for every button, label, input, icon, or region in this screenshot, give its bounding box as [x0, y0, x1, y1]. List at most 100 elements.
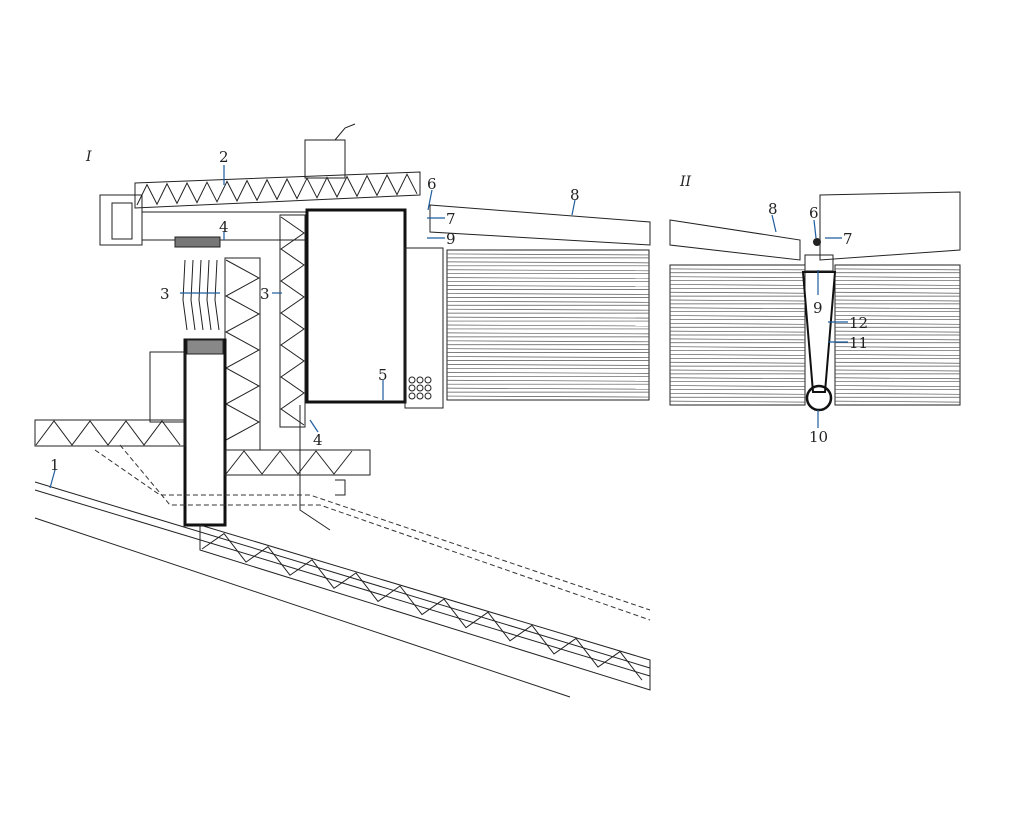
insulation-zigzag	[224, 259, 261, 441]
panel-stripe	[669, 354, 806, 356]
panel-stripe	[834, 299, 961, 302]
panel-stripe	[446, 340, 650, 343]
panel-stripe	[669, 315, 806, 317]
panel-stripe	[834, 346, 961, 349]
panel-stripe	[669, 322, 806, 325]
panel-stripe	[446, 300, 650, 303]
cable	[206, 259, 212, 331]
panel-stripe	[669, 276, 806, 279]
section-label-one: I	[85, 149, 92, 165]
label-II-8: 8	[768, 200, 778, 218]
label-II-10: 10	[809, 428, 828, 446]
panel-stripe	[446, 316, 650, 319]
panel-stripes	[446, 253, 650, 398]
roof-panel-top-II	[669, 219, 801, 261]
gutter-side	[404, 247, 444, 409]
panel-stripe	[834, 385, 961, 387]
panel-stripe	[834, 377, 961, 380]
seal	[813, 238, 821, 246]
roof-panel-top-I	[429, 204, 651, 246]
roof-top-band	[134, 171, 421, 209]
section-two	[669, 191, 961, 412]
sloped-roof-line	[34, 489, 651, 677]
v-gutter	[801, 271, 837, 393]
section-label-two: II	[679, 174, 692, 190]
vent-pipe	[304, 139, 346, 179]
panel-stripe	[669, 291, 806, 294]
slab-zigzag	[35, 420, 181, 446]
label-5: 5	[378, 366, 388, 384]
panel-stripe	[834, 315, 961, 317]
conduit-circle	[424, 392, 432, 400]
sloped-roof-top	[34, 481, 651, 669]
cable-bundle	[182, 259, 220, 331]
main-gutter-box	[305, 208, 407, 404]
panel-stripe	[669, 268, 806, 271]
insulation-column-right	[279, 214, 306, 428]
label-4a: 4	[219, 218, 229, 236]
label-II-12: 12	[849, 314, 868, 332]
panel-stripe	[446, 277, 650, 279]
gutter-cap	[804, 254, 834, 272]
panel-stripe	[446, 269, 650, 272]
sloped-insulation	[199, 524, 651, 691]
beam-zigzag	[225, 450, 353, 475]
label-7: 7	[446, 210, 456, 228]
leader-lines	[49, 165, 848, 489]
conduit-circle	[416, 384, 424, 392]
conduit-circle	[416, 376, 424, 384]
panel-stripe	[834, 322, 961, 325]
panel-stripe	[446, 332, 650, 335]
gutter-circles	[408, 376, 432, 400]
sloped-zigzag	[201, 532, 643, 681]
panel-stripe	[669, 385, 806, 387]
panel-stripe	[446, 356, 650, 358]
panel-stripe	[834, 276, 961, 279]
panel-stripe	[446, 293, 650, 295]
cable	[198, 259, 204, 331]
label-6: 6	[427, 175, 437, 193]
panel-stripe	[446, 395, 650, 398]
label-3b: 3	[260, 285, 270, 303]
section-one	[34, 123, 651, 698]
left-fascia-inner	[111, 202, 133, 240]
rod	[299, 405, 331, 531]
parapet	[149, 351, 186, 423]
cable	[182, 259, 188, 331]
conduit-circle	[424, 384, 432, 392]
conduit-circle	[424, 376, 432, 384]
panel-stripe	[669, 400, 806, 403]
cable	[214, 259, 220, 331]
bracket	[335, 479, 346, 496]
label-II-6: 6	[809, 204, 819, 222]
hatched-block	[174, 236, 221, 248]
cable	[190, 259, 196, 331]
panel-stripes	[669, 268, 961, 403]
vent-handle	[334, 123, 356, 141]
panel-stripe	[834, 392, 961, 395]
post-cap	[186, 339, 224, 355]
panel-stripe	[446, 372, 650, 374]
roof-top-zigzag	[136, 173, 418, 206]
conduit-circle	[408, 376, 416, 384]
panel-stripe	[446, 253, 650, 256]
panel-stripe	[834, 268, 961, 271]
label-II-9: 9	[813, 299, 823, 317]
panel-stripe	[669, 284, 806, 286]
sloped-roof-bottom	[34, 517, 571, 698]
panel-stripe	[834, 291, 961, 294]
panel-stripe	[446, 261, 650, 264]
conduit-circle	[408, 392, 416, 400]
drain-pipe	[805, 384, 833, 412]
insulation-zigzag	[280, 216, 305, 426]
panel-stripe	[834, 330, 961, 333]
floor-slab	[34, 419, 186, 447]
roof-panel-top-II-right	[819, 191, 961, 261]
panel-stripe	[669, 361, 806, 364]
label-2: 2	[219, 148, 229, 166]
panel-stripe	[834, 361, 961, 364]
panel-stripe	[446, 285, 650, 287]
label-3a: 3	[160, 285, 170, 303]
panel-stripe	[834, 338, 961, 341]
